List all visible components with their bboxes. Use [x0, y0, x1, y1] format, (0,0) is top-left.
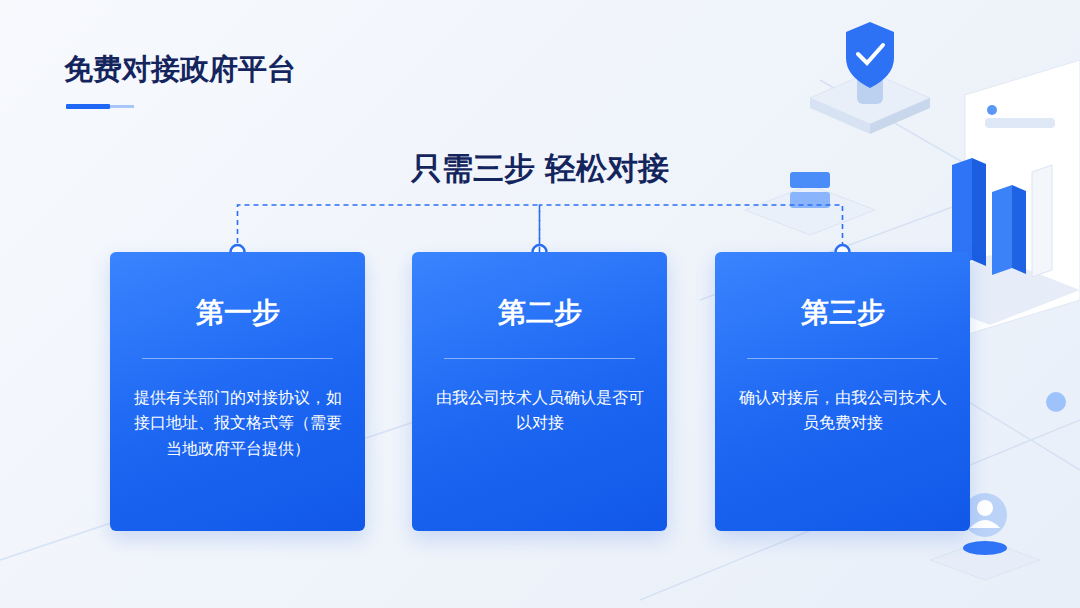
step-heading: 第三步 — [737, 296, 948, 330]
grid-lines — [0, 80, 1080, 600]
step-heading: 第一步 — [132, 296, 343, 330]
dashed-connector — [238, 205, 540, 252]
divider-line — [444, 358, 635, 359]
dashed-connector — [540, 205, 843, 252]
step-box: 第三步确认对接后，由我公司技术人员免费对接 — [715, 252, 970, 531]
server-icon — [745, 172, 875, 235]
title-underline — [66, 104, 110, 109]
page-title: 免费对接政府平台 — [64, 50, 296, 90]
shield-icon — [810, 22, 930, 134]
step-description: 由我公司技术人员确认是否可以对接 — [434, 385, 645, 436]
step-description: 确认对接后，由我公司技术人员免费对接 — [737, 385, 948, 436]
step-box: 第一步提供有关部门的对接协议，如接口地址、报文格式等（需要当地政府平台提供） — [110, 252, 365, 531]
subtitle: 只需三步 轻松对接 — [403, 150, 678, 186]
divider-line — [142, 358, 333, 359]
subtitle-row: 只需三步 轻松对接 — [0, 148, 1080, 190]
title-underline — [110, 105, 134, 108]
step-heading: 第二步 — [434, 296, 645, 330]
divider-line — [747, 358, 938, 359]
step-description: 提供有关部门的对接协议，如接口地址、报文格式等（需要当地政府平台提供） — [132, 385, 343, 462]
step-box: 第二步由我公司技术人员确认是否可以对接 — [412, 252, 667, 531]
network-dot — [1046, 392, 1066, 412]
